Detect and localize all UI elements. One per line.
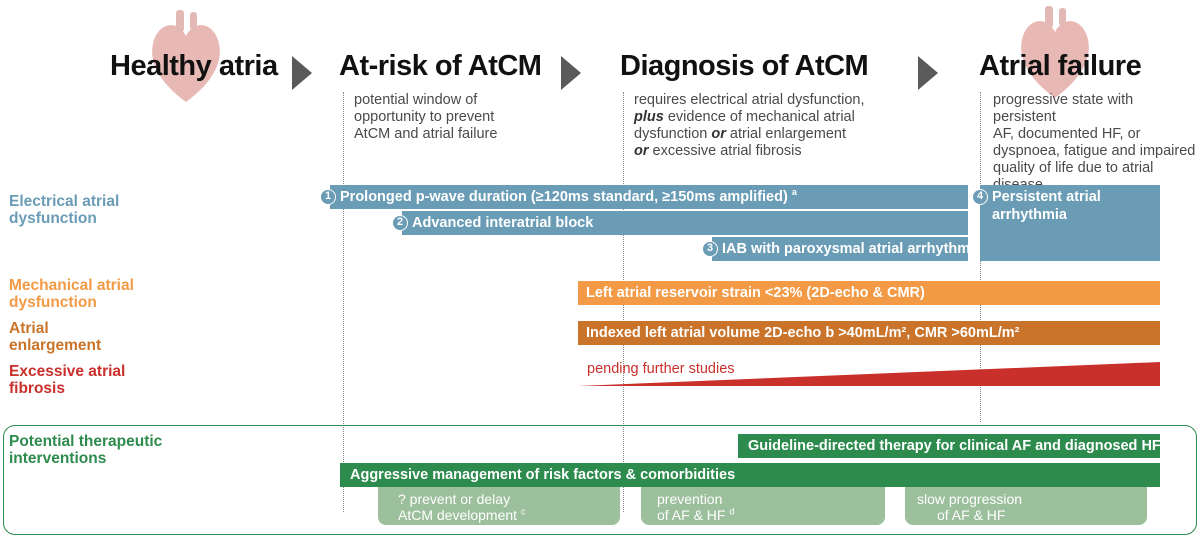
divider <box>343 92 344 512</box>
stage-desc-failure: progressive state with persistent AF, do… <box>993 92 1196 193</box>
arrow-icon <box>918 56 938 90</box>
stage-desc-at-risk: potential window of opportunity to preve… <box>354 92 498 142</box>
bar-prolonged-p-wave: 1 Prolonged p-wave duration (≥120ms stan… <box>320 185 968 209</box>
outcome-prevent-atcm: ? prevent or delay AtCM development c <box>378 487 620 525</box>
heart-icon <box>1021 6 1089 98</box>
arrow-icon <box>561 56 581 90</box>
therapy-box <box>3 425 1197 535</box>
step-number-badge: 3 <box>702 241 718 257</box>
step-number-badge: 1 <box>320 189 336 205</box>
heart-icon <box>152 10 220 102</box>
bar-advanced-iab: 2 Advanced interatrial block <box>392 211 968 235</box>
stage-desc-diagnosis: requires electrical atrial dysfunction, … <box>634 92 865 159</box>
fibrosis-wedge <box>578 362 1160 386</box>
arrow-icon <box>292 56 312 90</box>
bar-atrial-volume: Indexed left atrial volume 2D-echo b >40… <box>578 321 1160 345</box>
bar-persistent-arrhythmia: 4 Persistent atrial arrhythmia <box>972 185 1160 261</box>
stage-title-diagnosis: Diagnosis of AtCM <box>620 50 869 82</box>
fibrosis-note: pending further studies <box>587 361 735 377</box>
bar-reservoir-strain: Left atrial reservoir strain <23% (2D-ec… <box>578 281 1160 305</box>
step-number-badge: 2 <box>392 215 408 231</box>
bar-iab-paroxysmal: 3 IAB with paroxysmal atrial arrhythmia <box>702 237 982 261</box>
bar-aggressive-management: Aggressive management of risk factors & … <box>340 463 1160 487</box>
outcome-slow-progression: slow progression of AF & HF <box>905 487 1147 525</box>
stage-title-at-risk: At-risk of AtCM <box>339 50 542 82</box>
stage-title-failure: Atrial failure <box>979 50 1142 82</box>
stage-title-healthy: Healthy atria <box>110 50 278 82</box>
bar-guideline-therapy: Guideline-directed therapy for clinical … <box>738 434 1161 458</box>
step-number-badge: 4 <box>972 189 988 205</box>
outcome-prevention-af-hf: prevention of AF & HF d <box>641 487 885 525</box>
